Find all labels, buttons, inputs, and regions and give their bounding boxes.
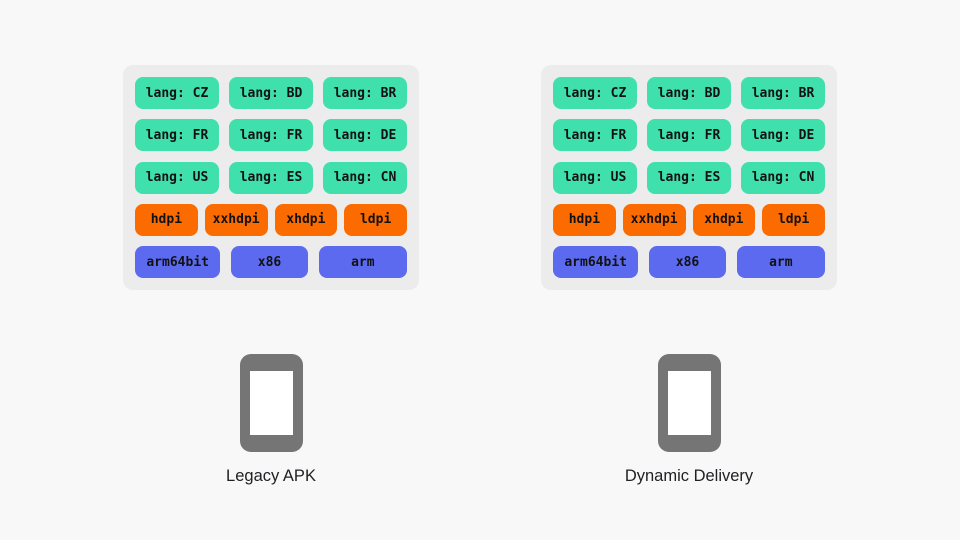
chip-lang: lang: BD [229,77,313,109]
panel-legacy-apk: lang: CZ lang: BD lang: BR lang: FR lang… [123,65,419,290]
chip-abi: arm64bit [553,246,639,278]
lang-row: lang: FR lang: FR lang: DE [553,119,825,152]
chip-abi: arm64bit [135,246,221,278]
phone-screen [668,371,711,435]
chip-lang: lang: BR [741,77,825,109]
chip-lang: lang: US [553,161,637,194]
chip-lang: lang: FR [229,119,313,152]
chip-lang: lang: CN [323,161,407,194]
chip-lang: lang: FR [553,119,637,152]
chip-lang: lang: DE [323,119,407,152]
chip-lang: lang: FR [135,119,219,152]
chip-lang: lang: ES [229,161,313,194]
panel-dynamic-delivery: lang: CZ lang: BD lang: BR lang: FR lang… [541,65,837,290]
chip-lang: lang: ES [647,161,731,194]
chip-lang: lang: FR [647,119,731,152]
lang-row: lang: US lang: ES lang: CN [135,161,407,194]
chip-abi: x86 [231,246,308,278]
phone-icon [658,354,721,452]
chip-lang: lang: US [135,161,219,194]
dpi-row: hdpi xxhdpi xhdpi ldpi [553,203,825,236]
chip-dpi: hdpi [553,203,616,236]
chip-abi: arm [736,246,826,278]
chip-dpi: xxhdpi [204,203,268,236]
chip-lang: lang: CN [741,161,825,194]
chip-lang: lang: CZ [135,77,219,109]
panel-caption-dynamic-delivery: Dynamic Delivery [624,467,754,485]
chip-dpi: hdpi [135,203,198,236]
dpi-row: hdpi xxhdpi xhdpi ldpi [135,203,407,236]
lang-row: lang: FR lang: FR lang: DE [135,119,407,152]
abi-row: arm64bit x86 arm [135,246,408,278]
phone-icon [240,354,303,452]
abi-row: arm64bit x86 arm [553,246,826,278]
chip-dpi: xhdpi [692,203,756,236]
chip-lang: lang: CZ [553,77,637,109]
chip-dpi: ldpi [762,203,825,236]
lang-row: lang: CZ lang: BD lang: BR [135,77,407,109]
panel-caption-legacy-apk: Legacy APK [226,467,316,485]
lang-row: lang: US lang: ES lang: CN [553,161,825,194]
phone-screen [250,371,293,435]
chip-lang: lang: BR [323,77,407,109]
chip-dpi: ldpi [344,203,407,236]
chip-abi: x86 [649,246,726,278]
chip-lang: lang: BD [647,77,731,109]
lang-row: lang: CZ lang: BD lang: BR [553,77,825,109]
chip-abi: arm [318,246,408,278]
chip-lang: lang: DE [741,119,825,152]
chip-dpi: xxhdpi [622,203,686,236]
chip-dpi: xhdpi [274,203,338,236]
